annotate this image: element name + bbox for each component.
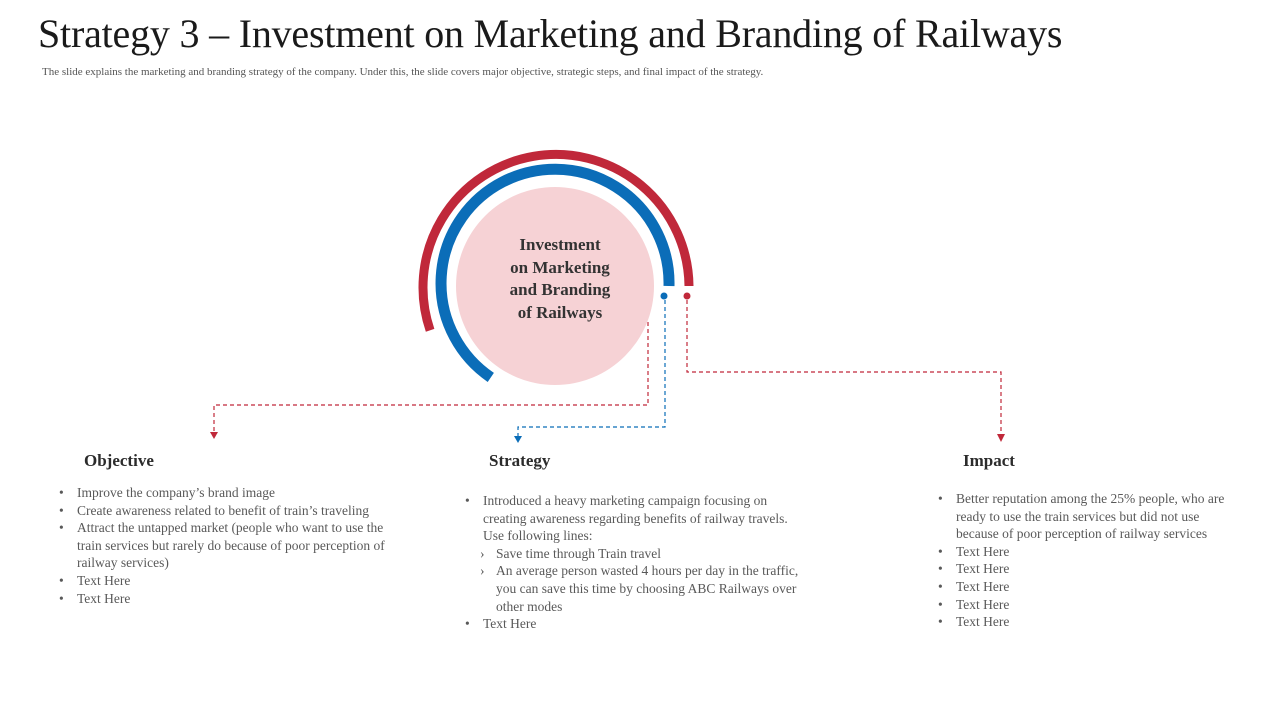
list-item: Improve the company’s brand image [58, 484, 403, 502]
slide-subtitle: The slide explains the marketing and bra… [42, 66, 764, 78]
objective-column: Objective Improve the company’s brand im… [58, 451, 403, 607]
blue-connector-dot [660, 292, 668, 300]
list-item: Text Here [937, 560, 1237, 578]
red-connector-dot [683, 292, 691, 300]
center-label-line: and Branding [509, 280, 611, 299]
list-item: Attract the untapped market (people who … [58, 519, 403, 572]
impact-list: Better reputation among the 25% people, … [937, 490, 1237, 631]
list-item: Introduced a heavy marketing campaign fo… [464, 492, 804, 545]
list-item: Text Here [937, 596, 1237, 614]
strategy-column: Strategy Introduced a heavy marketing ca… [464, 451, 804, 633]
strategy-list-end: Text Here [464, 615, 804, 633]
list-item: Create awareness related to benefit of t… [58, 502, 403, 520]
impact-heading: Impact [963, 451, 1015, 470]
connector-strategy [517, 300, 666, 437]
list-item: Text Here [937, 613, 1237, 631]
arrowhead-strategy [514, 436, 522, 443]
center-label-line: Investment [519, 235, 601, 254]
center-label: Investment on Marketing and Branding of … [482, 234, 638, 324]
objective-list: Improve the company’s brand image Create… [58, 484, 403, 607]
strategy-heading: Strategy [489, 451, 551, 470]
list-item: Text Here [937, 543, 1237, 561]
sub-list-item: Save time through Train travel [464, 545, 804, 563]
list-item: Better reputation among the 25% people, … [937, 490, 1237, 543]
connector-impact [686, 300, 1002, 435]
list-item: Text Here [58, 590, 403, 608]
list-item: Text Here [464, 615, 804, 633]
strategy-sub-list: Save time through Train travel An averag… [464, 545, 804, 615]
arrowhead-objective [210, 432, 218, 439]
arrowhead-impact [997, 434, 1005, 442]
inner-blue-arc [435, 163, 675, 382]
list-item: Text Here [58, 572, 403, 590]
center-circle [456, 187, 654, 385]
strategy-list: Introduced a heavy marketing campaign fo… [464, 492, 804, 545]
center-label-line: on Marketing [510, 257, 610, 277]
list-item: Text Here [937, 578, 1237, 596]
center-label-line: of Railways [517, 302, 603, 322]
outer-red-arc [418, 149, 694, 332]
objective-heading: Objective [84, 451, 154, 470]
slide-title: Strategy 3 – Investment on Marketing and… [38, 11, 1063, 56]
impact-column: Impact Better reputation among the 25% p… [937, 451, 1237, 631]
sub-list-item: An average person wasted 4 hours per day… [464, 562, 804, 615]
